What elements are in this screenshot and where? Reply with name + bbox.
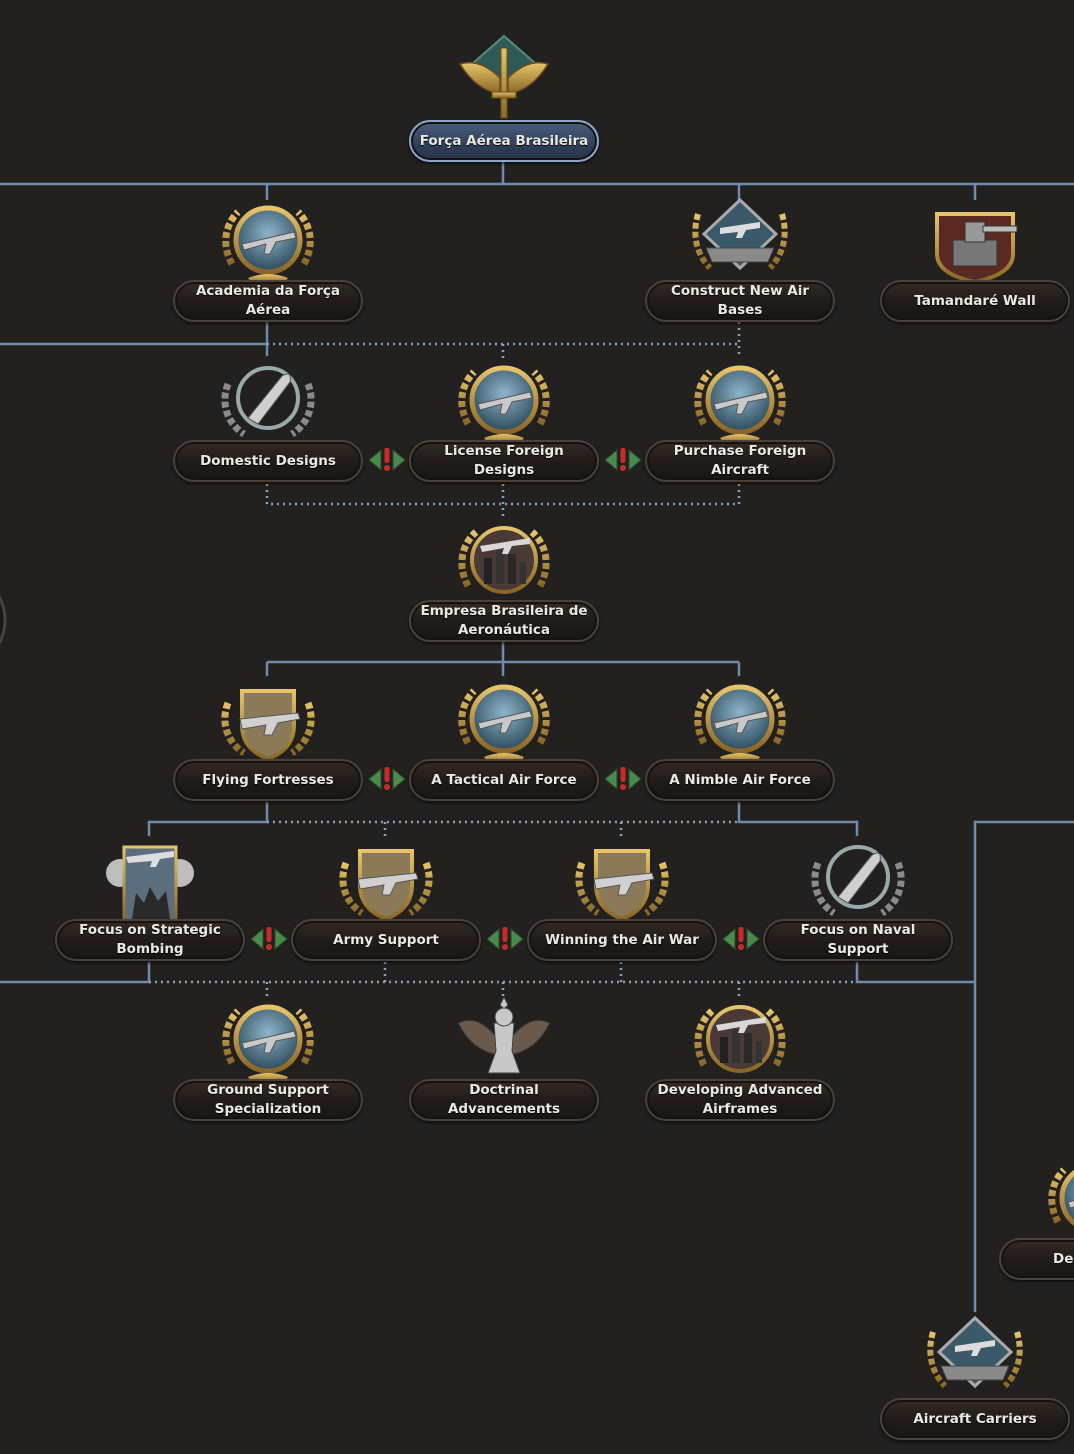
focus-doctrinal-advancements[interactable]: Doctrinal Advancements [409,993,599,1123]
chess-king-wings-icon [454,993,554,1085]
airbase-runway-icon [690,194,790,286]
mutually-exclusive-icon [368,766,406,792]
focus-label: Doctrinal Advancements [409,1079,599,1121]
focus-academia-da-forca-aerea[interactable]: Academia da Força Aérea [173,194,363,324]
cas-plane-icon [336,833,436,925]
focus-label: License Foreign Designs [409,440,599,482]
tactical-bomber-icon [454,673,554,765]
focus-naval-support[interactable]: Focus on Naval Support [763,833,953,963]
gold-coins-plane-icon [690,354,790,446]
blueprint-plane-icon [454,354,554,446]
focus-domestic-designs[interactable]: Domestic Designs [173,354,363,484]
focus-label: Tamandaré Wall [880,280,1070,322]
focus-label: Construct New Air Bases [645,280,835,322]
mutually-exclusive-icon [368,447,406,473]
focus-label: Flying Fortresses [173,759,363,801]
focus-empresa-brasileira-de-aeronautica[interactable]: Empresa Brasileira de Aeronáutica [409,514,599,644]
aircraft-factory-icon [454,514,554,606]
bombed-city-icon [100,833,200,925]
focus-strategic-bombing[interactable]: Focus on Strategic Bombing [55,833,245,963]
fighter-plane-icon [690,673,790,765]
mutually-exclusive-icon [486,926,524,952]
focus-label: Focus on Strategic Bombing [55,919,245,961]
focus-label: Força Aérea Brasileira [409,120,599,162]
pilots-portrait-icon [218,194,318,286]
focus-label: De [999,1238,1074,1280]
partial-focus-icon [1044,1152,1074,1244]
winged-sword-emblem-icon [454,34,554,126]
aircraft-carrier-icon [925,1312,1025,1404]
focus-flying-fortresses[interactable]: Flying Fortresses [173,673,363,803]
focus-label: Ground Support Specialization [173,1079,363,1121]
focus-a-tactical-air-force[interactable]: A Tactical Air Force [409,673,599,803]
focus-tamandare-wall[interactable]: Tamandaré Wall [880,194,1070,324]
focus-label: Army Support [291,919,481,961]
focus-label: A Tactical Air Force [409,759,599,801]
heavy-bomber-shield-icon [218,673,318,765]
focus-winning-the-air-war[interactable]: Winning the Air War [527,833,717,963]
mutually-exclusive-icon [604,766,642,792]
fighter-laurel-icon [572,833,672,925]
focus-ground-support-specialization[interactable]: Ground Support Specialization [173,993,363,1123]
focus-label: Winning the Air War [527,919,717,961]
mutually-exclusive-icon [604,447,642,473]
focus-label: Focus on Naval Support [763,919,953,961]
focus-army-support[interactable]: Army Support [291,833,481,963]
armored-car-plane-icon [690,993,790,1085]
focus-label: Purchase Foreign Aircraft [645,440,835,482]
focus-aircraft-carriers[interactable]: Aircraft Carriers [880,1312,1070,1442]
focus-label: Academia da Força Aérea [173,280,363,322]
coastal-gun-fort-icon [925,194,1025,286]
focus-license-foreign-designs[interactable]: License Foreign Designs [409,354,599,484]
torpedo-icon [808,833,908,925]
focus-partial-offscreen[interactable]: De [999,1152,1074,1282]
mutually-exclusive-icon [722,926,760,952]
focus-label: A Nimble Air Force [645,759,835,801]
focus-label: Developing Advanced Airframes [645,1079,835,1121]
focus-purchase-foreign-aircraft[interactable]: Purchase Foreign Aircraft [645,354,835,484]
focus-label: Aircraft Carriers [880,1398,1070,1440]
focus-label: Empresa Brasileira de Aeronáutica [409,600,599,642]
focus-developing-advanced-airframes[interactable]: Developing Advanced Airframes [645,993,835,1123]
focus-label: Domestic Designs [173,440,363,482]
crossed-wrenches-icon [218,354,318,446]
tank-plane-icon [218,993,318,1085]
focus-construct-new-air-bases[interactable]: Construct New Air Bases [645,194,835,324]
focus-forca-aerea-brasileira[interactable]: Força Aérea Brasileira [409,34,599,164]
mutually-exclusive-icon [250,926,288,952]
focus-a-nimble-air-force[interactable]: A Nimble Air Force [645,673,835,803]
